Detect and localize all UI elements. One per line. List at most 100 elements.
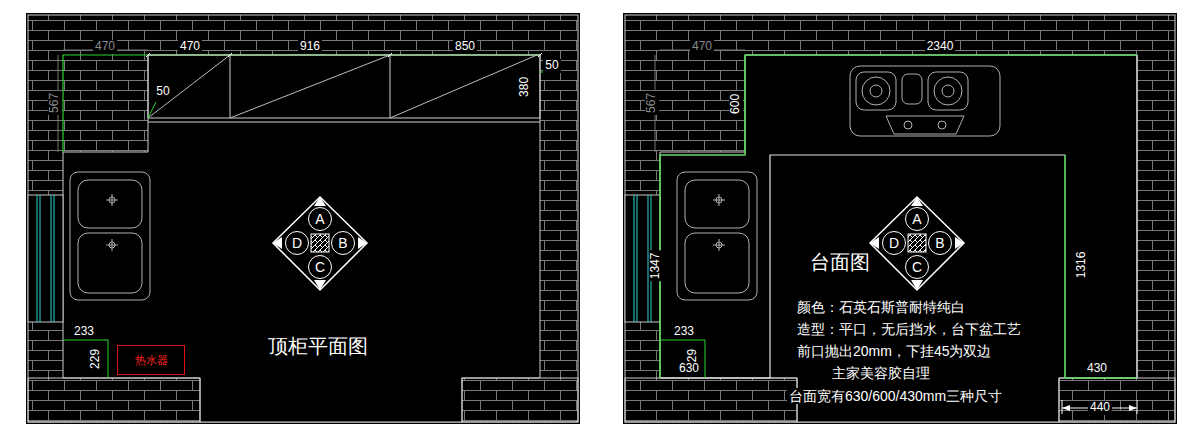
- direction-letter: B: [338, 236, 347, 250]
- column-dimension: [655, 50, 745, 152]
- compass-circle: A: [308, 207, 332, 231]
- dimension-line: [660, 55, 1137, 378]
- drawing-title: 台面图: [808, 251, 872, 274]
- spec-note: 台面宽有630/600/430mm三种尺寸: [787, 388, 1004, 404]
- equipment-name: 热水器: [135, 354, 168, 366]
- direction-letter: B: [935, 236, 944, 250]
- compass-circle: C: [308, 255, 332, 279]
- direction-letter: A: [912, 212, 921, 226]
- compass-circle: D: [285, 231, 309, 255]
- direction-letter: D: [889, 236, 899, 250]
- wall-block: [462, 378, 578, 422]
- compass-circle: C: [905, 255, 929, 279]
- direction-letter: C: [315, 260, 325, 274]
- dimension-line: [1062, 400, 1137, 414]
- sink-outline: [70, 172, 150, 300]
- spec-note: 前口抛出20mm，下挂45为双边: [795, 343, 993, 359]
- burner-frame: [928, 72, 968, 110]
- room-floor: [63, 55, 540, 422]
- dimension-tick: [146, 53, 542, 57]
- dimension-number: 567: [645, 91, 659, 115]
- sink-bowl: [685, 180, 749, 228]
- wall-block: [28, 378, 200, 422]
- dimension-number: 850: [453, 40, 477, 54]
- countertop-outline: [660, 55, 1137, 378]
- compass-center: [908, 234, 926, 252]
- cabinet-diagonal: [148, 55, 537, 118]
- burner: [862, 77, 890, 105]
- dimension-number: 233: [72, 325, 96, 339]
- drain: [109, 197, 115, 203]
- wall-hatch: [625, 15, 1175, 422]
- right-panel: [623, 13, 1177, 424]
- room-floor: [660, 55, 1137, 422]
- column-dimension: [58, 50, 148, 152]
- drain-mark: [713, 194, 725, 251]
- sink-outline: [677, 172, 757, 300]
- dimension-number: 440: [1088, 401, 1112, 415]
- dimension-number: 50: [543, 59, 560, 73]
- direction-letter: A: [315, 212, 324, 226]
- stove-center: [902, 74, 922, 104]
- burner: [934, 77, 962, 105]
- panel-ground: [623, 13, 1177, 424]
- window-glass: [634, 195, 651, 322]
- compass-circle: A: [905, 207, 929, 231]
- knob: [938, 121, 946, 129]
- dimension-number: 430: [1085, 362, 1109, 376]
- knob: [904, 121, 912, 129]
- cabinet-divider: [148, 55, 540, 122]
- compass: [870, 197, 964, 290]
- window-glass: [37, 195, 54, 322]
- compass-diamond: [273, 197, 367, 290]
- compass-tip: [870, 197, 964, 290]
- panel-ground: [26, 13, 580, 424]
- knob-panel: [886, 116, 964, 134]
- dimension-number: 470: [93, 40, 117, 54]
- wall-block: [625, 378, 797, 422]
- spec-note: 颜色：石英石斯普耐特纯白: [795, 299, 967, 315]
- compass-tip: [273, 197, 367, 290]
- dimension-number: 600: [729, 92, 743, 116]
- sink-bowl: [685, 233, 749, 293]
- dimension-number: 567: [48, 91, 62, 115]
- dimension-number: 470: [178, 40, 202, 54]
- compass-center: [311, 234, 329, 252]
- spec-note: 造型：平口，无后挡水，台下盆工艺: [795, 321, 1023, 337]
- direction-letter: C: [912, 260, 922, 274]
- dimension-number: 470: [690, 40, 714, 54]
- stove-outline: [850, 66, 1000, 136]
- dimension-number: 1316: [1075, 250, 1089, 281]
- dimension-number: 380: [518, 75, 532, 99]
- dimension-line: [63, 340, 108, 378]
- burner: [870, 85, 882, 97]
- dimension-number: 916: [298, 40, 322, 54]
- sink-bowl: [78, 233, 142, 293]
- sink: [677, 172, 757, 300]
- dimension-line: [660, 340, 705, 378]
- direction-letter: D: [292, 236, 302, 250]
- compass: [273, 197, 367, 290]
- drain-mark: [106, 194, 118, 251]
- sink: [70, 172, 150, 300]
- compass-circle: B: [331, 231, 355, 255]
- spec-note: 主家美容胶自理: [830, 365, 932, 381]
- gas-stove: [850, 66, 1000, 136]
- compass-circle: B: [928, 231, 952, 255]
- leader-line: [148, 72, 556, 118]
- dimension-number: 229: [89, 347, 103, 371]
- window: [28, 195, 63, 322]
- drain: [716, 242, 722, 248]
- drawing-title: 顶柜平面图: [266, 335, 370, 358]
- left-panel: [26, 13, 580, 424]
- drain: [716, 197, 722, 203]
- wall-block: [1059, 378, 1175, 422]
- compass-circle: D: [882, 231, 906, 255]
- wall-hatch: [28, 15, 578, 422]
- burner-frame: [856, 72, 896, 110]
- drain: [109, 242, 115, 248]
- wall-cabinet: [148, 55, 540, 118]
- dimension-number: 2340: [925, 40, 956, 54]
- burner: [942, 85, 954, 97]
- compass-diamond: [870, 197, 964, 290]
